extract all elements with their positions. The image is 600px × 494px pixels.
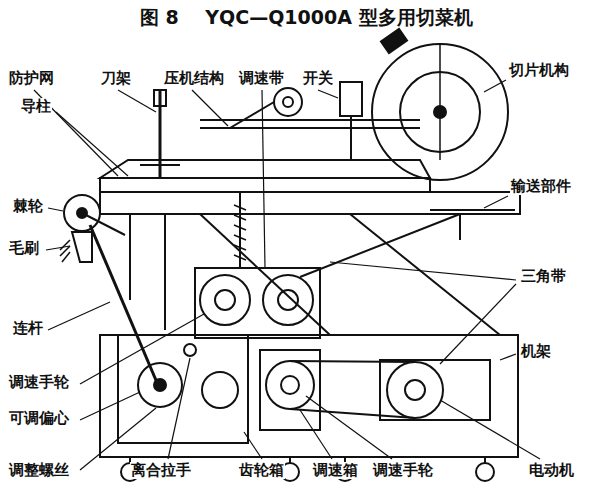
part-label: 开关 (302, 70, 334, 87)
part-label: 棘轮 (12, 198, 44, 215)
part-label: 压机结构 (163, 70, 225, 87)
part-label: 调速箱 (312, 462, 359, 479)
part-label: 调速带 (238, 70, 285, 87)
part-label: 毛刷 (8, 240, 40, 257)
part-label: 输送部件 (510, 178, 572, 195)
part-label: 离合拉手 (130, 462, 192, 479)
figure-title: 图 8 YQC—Q1000A 型多用切菜机 (140, 6, 473, 29)
part-label: 调速手轮 (8, 374, 70, 391)
part-label: 机架 (520, 343, 552, 360)
part-label: 刀架 (100, 70, 132, 87)
part-label: 切片机构 (508, 62, 570, 79)
part-label: 调速手轮 (372, 462, 434, 479)
part-label: 可调偏心 (8, 410, 70, 427)
part-label: 电动机 (528, 462, 575, 479)
part-label: 齿轮箱 (238, 462, 285, 479)
part-label: 防护网 (8, 70, 55, 87)
part-label: 三角带 (520, 268, 567, 285)
part-label: 导柱 (20, 98, 52, 115)
part-label: 调整螺丝 (8, 462, 70, 479)
part-label: 连杆 (12, 320, 44, 337)
